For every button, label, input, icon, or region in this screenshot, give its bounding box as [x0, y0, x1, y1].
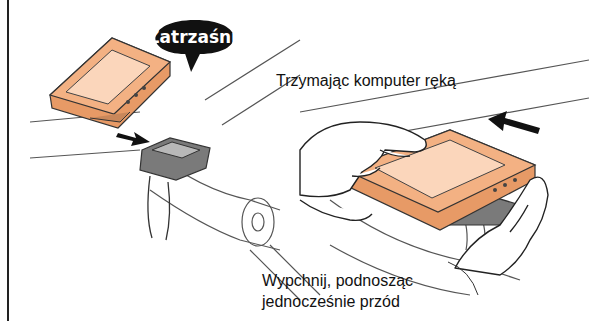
callout-text: Zatrzaśnij [147, 27, 243, 47]
hand [455, 177, 548, 275]
bike-computer [50, 38, 170, 128]
instruction-label: Wypchnij, podnosząc jednocześnie przód [262, 270, 462, 312]
leader-line [448, 262, 478, 295]
push-arrow [116, 132, 150, 146]
instruction-label: Trzymając komputer ręką [276, 70, 496, 91]
hand [300, 122, 426, 220]
handlebar [300, 60, 589, 295]
push-arrow [488, 111, 540, 134]
mount-bracket [140, 138, 210, 240]
speech-bubble: Zatrzaśnij [146, 20, 244, 54]
border-line [7, 0, 9, 321]
